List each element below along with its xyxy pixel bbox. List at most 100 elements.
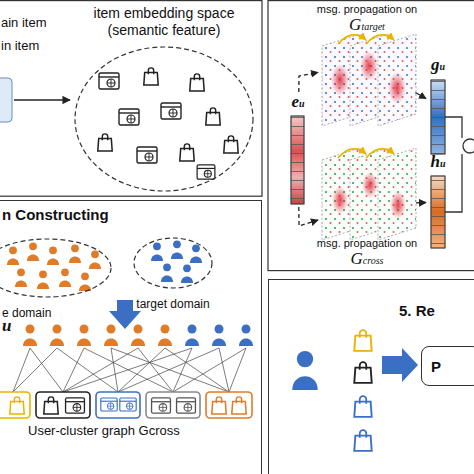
figure-shape	[0, 1, 262, 197]
figure-shape	[158, 325, 172, 347]
node-text: msg. propagation on	[317, 237, 417, 250]
figure-shape	[354, 330, 371, 351]
figure-shape	[431, 176, 445, 248]
figure-shape	[232, 397, 246, 414]
source-domain: e domain	[0, 237, 113, 321]
merge-arrow	[109, 300, 141, 329]
propagation-planes-target	[322, 34, 416, 126]
figure-shape	[59, 268, 71, 287]
figure-shape	[366, 149, 394, 158]
figure-shape	[431, 176, 445, 248]
figure-shape	[151, 240, 202, 283]
figure-shape	[119, 109, 139, 125]
figure-shape	[354, 362, 371, 383]
figure-shape	[0, 392, 30, 418]
domain-users	[7, 240, 202, 291]
propagation-planes-cross	[322, 148, 416, 240]
user-row	[23, 325, 253, 347]
figure-shape	[15, 268, 27, 287]
figure-shape	[378, 34, 416, 126]
figure-shape	[14, 99, 70, 100]
figure-shape	[36, 392, 90, 418]
user-cluster-edges	[13, 348, 246, 392]
figure-shape	[431, 80, 445, 154]
figure-shape	[206, 392, 252, 418]
figure-shape	[44, 397, 58, 414]
figure-shape	[181, 264, 193, 283]
node-text: gu	[431, 55, 445, 77]
figure-shape	[338, 149, 366, 158]
node-text: Gcross	[350, 250, 383, 270]
flow-arrow	[299, 207, 318, 226]
figure-shape	[190, 74, 204, 91]
figure-shape	[7, 246, 19, 265]
item-icons	[98, 68, 238, 179]
node-text: msg. propagation on	[317, 3, 417, 16]
figure-shape	[350, 148, 388, 240]
figure-shape	[89, 250, 101, 269]
node-text: target domain	[136, 297, 209, 311]
figure-shape	[7, 242, 101, 291]
ellipse-outline	[133, 237, 213, 289]
figure-shape	[185, 325, 253, 347]
figure-shape	[120, 398, 136, 411]
item-encoder-input	[0, 78, 70, 122]
figure-shape	[224, 136, 238, 153]
target-embedding: gu	[426, 55, 450, 157]
figure-shape	[137, 147, 157, 163]
embedding-space: item embedding space (semantic feature)	[72, 4, 256, 194]
fusion-arrows	[445, 117, 474, 212]
flow-arrow	[416, 202, 426, 204]
figure-shape	[190, 244, 202, 263]
figure-shape	[185, 325, 199, 347]
figure-shape	[197, 165, 215, 179]
figure-shape	[0, 78, 12, 122]
figure-shape	[362, 172, 378, 198]
figure-shape	[131, 325, 145, 347]
figure-shape	[50, 325, 64, 347]
figure-shape	[104, 325, 118, 347]
figure-shape	[79, 272, 91, 291]
figure-shape	[77, 325, 91, 347]
recommendation-art	[292, 330, 418, 451]
figure-shape	[360, 51, 378, 81]
figure-shape	[390, 191, 406, 219]
figure-shape	[99, 73, 119, 89]
figure-shape	[69, 244, 81, 263]
target-domain: target domain	[131, 235, 215, 311]
figure-shape	[23, 325, 37, 347]
figure-shape	[322, 148, 360, 240]
figure-shape	[152, 398, 171, 413]
figure-shape	[239, 325, 253, 347]
figure-shape	[354, 430, 371, 451]
figure-shape	[350, 34, 388, 126]
embedding-vectors	[291, 80, 445, 248]
figure-shape	[177, 398, 196, 413]
figure-shape	[212, 397, 226, 414]
figure-shape	[445, 117, 462, 138]
figure-shape	[151, 242, 163, 261]
figure-shape	[445, 154, 462, 212]
target-propagation: msg. propagation onGtarget	[318, 0, 416, 126]
figure-shape	[291, 116, 304, 204]
panel-frames	[0, 1, 474, 271]
ellipse-outline	[74, 46, 254, 192]
recommend-panel: 5. ReP	[268, 279, 474, 474]
figure-shape	[382, 348, 418, 382]
node-text: P	[431, 358, 441, 375]
figure-shape	[98, 134, 112, 151]
legend-fragment: ain item	[1, 15, 47, 30]
flow-arrow	[299, 72, 318, 92]
ellipse-outline	[0, 238, 112, 298]
ellipse-outline	[134, 238, 212, 288]
figure-shape	[96, 392, 140, 418]
graph-caption: User-cluster graph Gcross	[28, 423, 180, 438]
figure-shape	[161, 103, 181, 119]
predictor-box: P	[421, 346, 474, 386]
node-text: hu	[430, 152, 445, 174]
ellipse-outline	[0, 239, 111, 297]
figure-shape	[23, 325, 172, 347]
figure-shape	[268, 1, 474, 271]
figure-shape	[10, 397, 24, 414]
